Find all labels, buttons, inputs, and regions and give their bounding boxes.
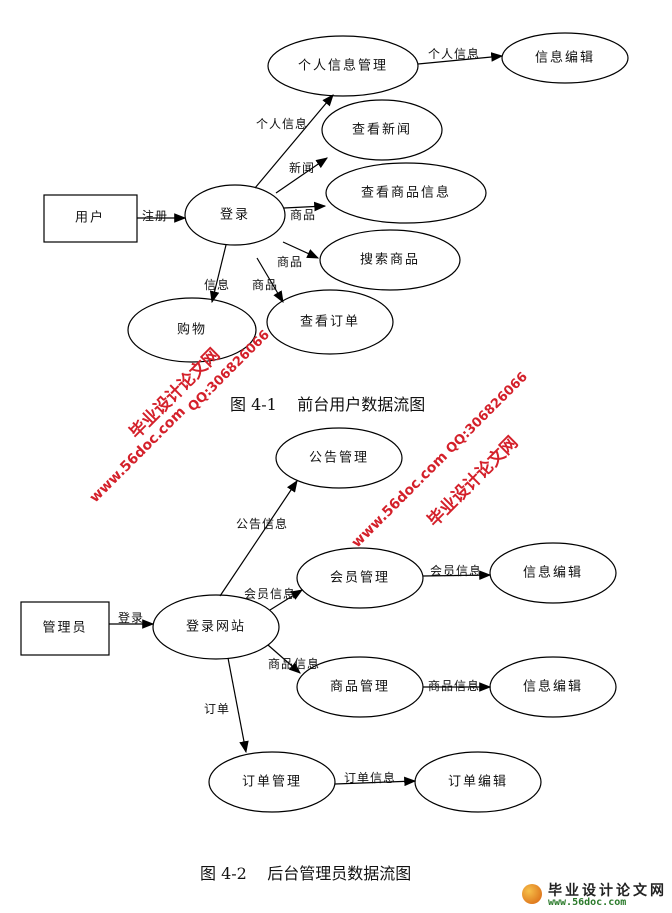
- info-edit-2-label: 信息编辑: [523, 679, 583, 695]
- search-goods-process: [319, 229, 461, 291]
- notice-mgmt-process: [275, 427, 403, 489]
- order-edit-label: 订单编辑: [448, 775, 508, 790]
- arrow-order-edit: [334, 776, 417, 787]
- login-label: 登录: [220, 208, 250, 223]
- search-goods-label: 搜索商品: [360, 253, 420, 268]
- edge-label-notice-info: 公告信息: [236, 516, 288, 531]
- view-orders-process: [266, 289, 394, 355]
- personal-info-mgmt-process: [267, 35, 419, 97]
- view-orders-label: 查看订单: [300, 314, 360, 330]
- member-mgmt-label: 会员管理: [330, 571, 390, 586]
- edge-label-goods-2: 商品: [277, 254, 303, 269]
- logo-url: www.56doc.com: [548, 897, 627, 908]
- figure-2-caption: 图 4-2 后台管理员数据流图: [200, 864, 411, 883]
- admin-entity-box: [20, 601, 110, 656]
- site-logo: 毕业设计论文网 www.56doc.com: [510, 880, 670, 910]
- user-label: 用户: [75, 210, 105, 226]
- shopping-process: [127, 297, 257, 363]
- edge-label-register: 注册: [142, 208, 168, 223]
- logo-ball-icon: [522, 884, 542, 904]
- edge-label-member-info: 会员信息: [244, 586, 296, 601]
- arrow-login-member: [269, 589, 304, 611]
- shopping-label: 购物: [177, 322, 207, 338]
- arrow-login-shopping: [209, 244, 227, 304]
- admin-label: 管理员: [42, 621, 87, 636]
- edge-label-info: 信息: [204, 277, 230, 292]
- view-goods-info-label: 查看商品信息: [361, 185, 451, 201]
- personal-info-mgmt-label: 个人信息管理: [298, 58, 388, 74]
- edge-label-news: 新闻: [289, 160, 315, 175]
- member-mgmt-process: [296, 547, 424, 609]
- notice-mgmt-label: 公告管理: [309, 451, 369, 466]
- arrow-login-news: [275, 157, 328, 194]
- edge-label-personal-info-2: 个人信息: [428, 46, 480, 61]
- arrow-personal-edit: [417, 52, 504, 65]
- edge-label-member-info-2: 会员信息: [430, 563, 482, 578]
- figure-1-caption: 图 4-1 前台用户数据流图: [230, 395, 425, 414]
- edge-label-goods-info: 商品信息: [268, 656, 320, 671]
- arrow-login-order: [227, 657, 249, 754]
- edge-label-order-info: 订单信息: [344, 770, 396, 785]
- edge-label-personal-info: 个人信息: [256, 116, 308, 131]
- order-mgmt-process: [208, 751, 336, 813]
- edge-label-goods-1: 商品: [290, 207, 316, 222]
- edge-label-goods-info-2: 商品信息: [428, 678, 480, 693]
- info-edit-label: 信息编辑: [535, 50, 595, 66]
- logo-name: 毕业设计论文网: [548, 883, 667, 899]
- arrow-login-search: [282, 241, 320, 259]
- edge-label-order: 订单: [204, 702, 230, 716]
- edge-label-login: 登录: [118, 610, 144, 625]
- arrow-login-personal: [254, 94, 334, 189]
- login-site-label: 登录网站: [186, 620, 246, 635]
- view-goods-info-process: [325, 162, 487, 224]
- arrow-login-goods-mgmt: [267, 644, 301, 674]
- arrow-login-orders: [256, 257, 284, 304]
- arrow-login-notice: [219, 480, 298, 597]
- view-news-process: [321, 99, 443, 161]
- view-news-label: 查看新闻: [352, 122, 412, 138]
- edge-label-goods-3: 商品: [252, 277, 278, 292]
- info-edit-1-label: 信息编辑: [523, 565, 583, 581]
- order-mgmt-label: 订单管理: [242, 775, 302, 790]
- arrow-login-goods: [283, 201, 327, 212]
- goods-mgmt-label: 商品管理: [330, 680, 390, 695]
- arrow-member-edit: [422, 570, 492, 580]
